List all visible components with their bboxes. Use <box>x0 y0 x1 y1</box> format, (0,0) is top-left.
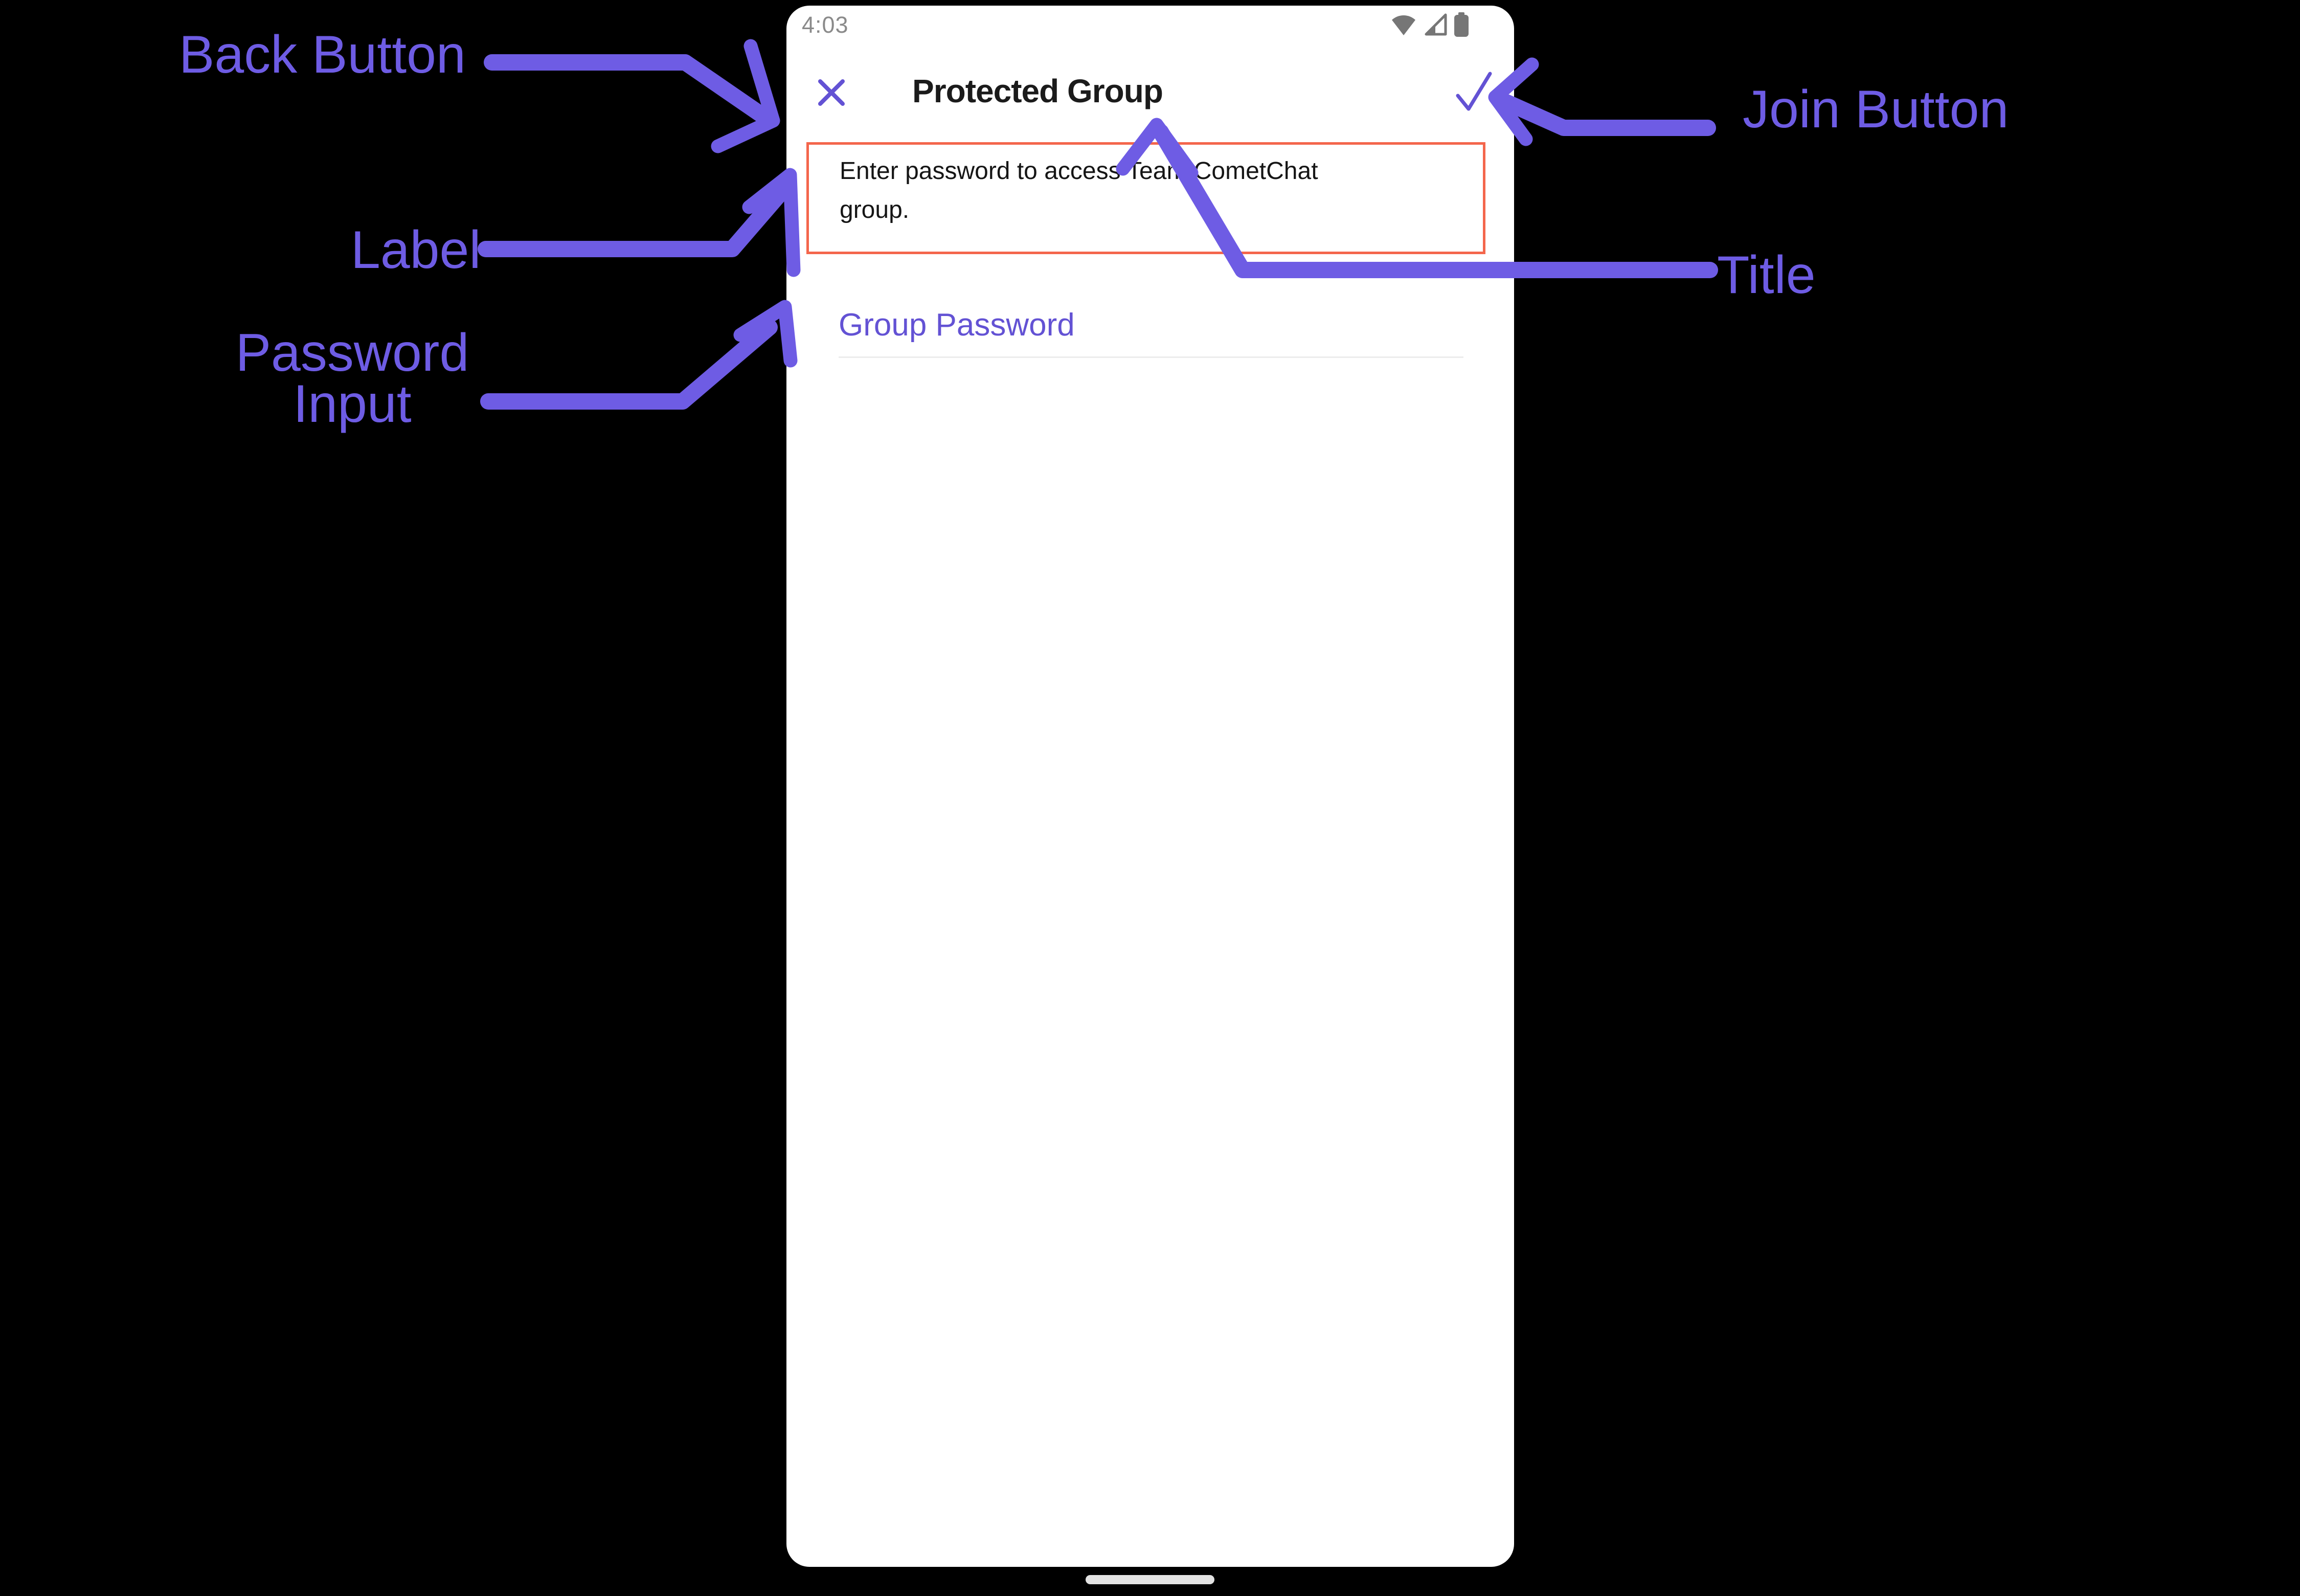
label-highlight-box: Enter password to access Team CometChat … <box>806 142 1485 254</box>
wifi-icon <box>1390 13 1417 39</box>
annotation-join-button: Join Button <box>1743 80 2009 139</box>
group-description-label: Enter password to access Team CometChat … <box>840 158 1318 223</box>
join-button-arrow <box>1498 94 1716 136</box>
label-arrow <box>478 177 796 257</box>
battery-icon <box>1454 12 1469 39</box>
password-input-arrow <box>480 319 778 410</box>
check-icon <box>1453 72 1494 115</box>
status-bar-time: 4:03 <box>802 12 849 38</box>
page-title: Protected Group <box>912 73 1163 109</box>
phone-screen: 4:03 Protected Group <box>786 6 1514 1567</box>
back-button-arrow <box>484 54 775 127</box>
group-password-input[interactable] <box>839 287 1463 358</box>
annotation-password-input-line1: Password <box>235 323 469 383</box>
annotation-password-input: Password Input <box>235 323 470 434</box>
annotation-back-button: Back Button <box>179 25 466 84</box>
home-indicator-bar[interactable] <box>1086 1575 1214 1584</box>
annotation-label: Label <box>351 220 481 280</box>
cellular-signal-icon <box>1423 13 1448 39</box>
back-close-button[interactable] <box>817 78 846 107</box>
password-input-arrowhead <box>733 300 798 368</box>
close-icon <box>817 79 846 109</box>
annotation-title: Title <box>1717 245 1816 305</box>
status-bar-icons <box>1390 12 1469 39</box>
back-button-arrowhead <box>711 39 780 153</box>
annotation-password-input-line2: Input <box>293 374 412 434</box>
join-confirm-button[interactable] <box>1453 70 1494 113</box>
